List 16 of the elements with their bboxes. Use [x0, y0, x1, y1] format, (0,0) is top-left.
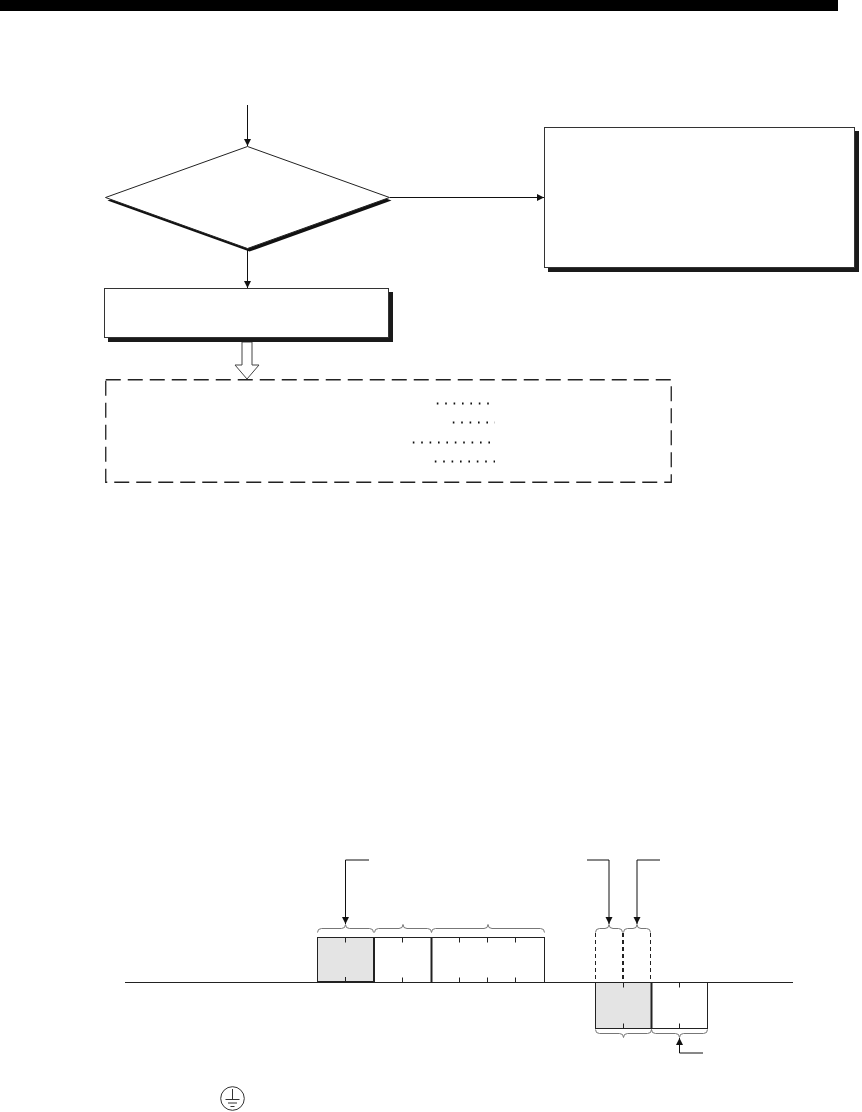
arrow [244, 104, 251, 147]
process-box [544, 127, 859, 272]
block-arrow [234, 341, 260, 380]
dashed-box [105, 379, 672, 483]
leader-arrow [586, 859, 613, 925]
leader-arrow [342, 859, 370, 925]
leader-arrow [633, 859, 661, 925]
dashed-slot [623, 924, 651, 982]
shaded-field [317, 924, 374, 982]
data-field [651, 982, 708, 1038]
arrow [244, 248, 251, 289]
arrow [389, 194, 545, 201]
decision-diamond [105, 146, 394, 253]
dashed-slot [595, 924, 623, 982]
leader-arrow [676, 1037, 704, 1054]
process-box [104, 288, 393, 342]
